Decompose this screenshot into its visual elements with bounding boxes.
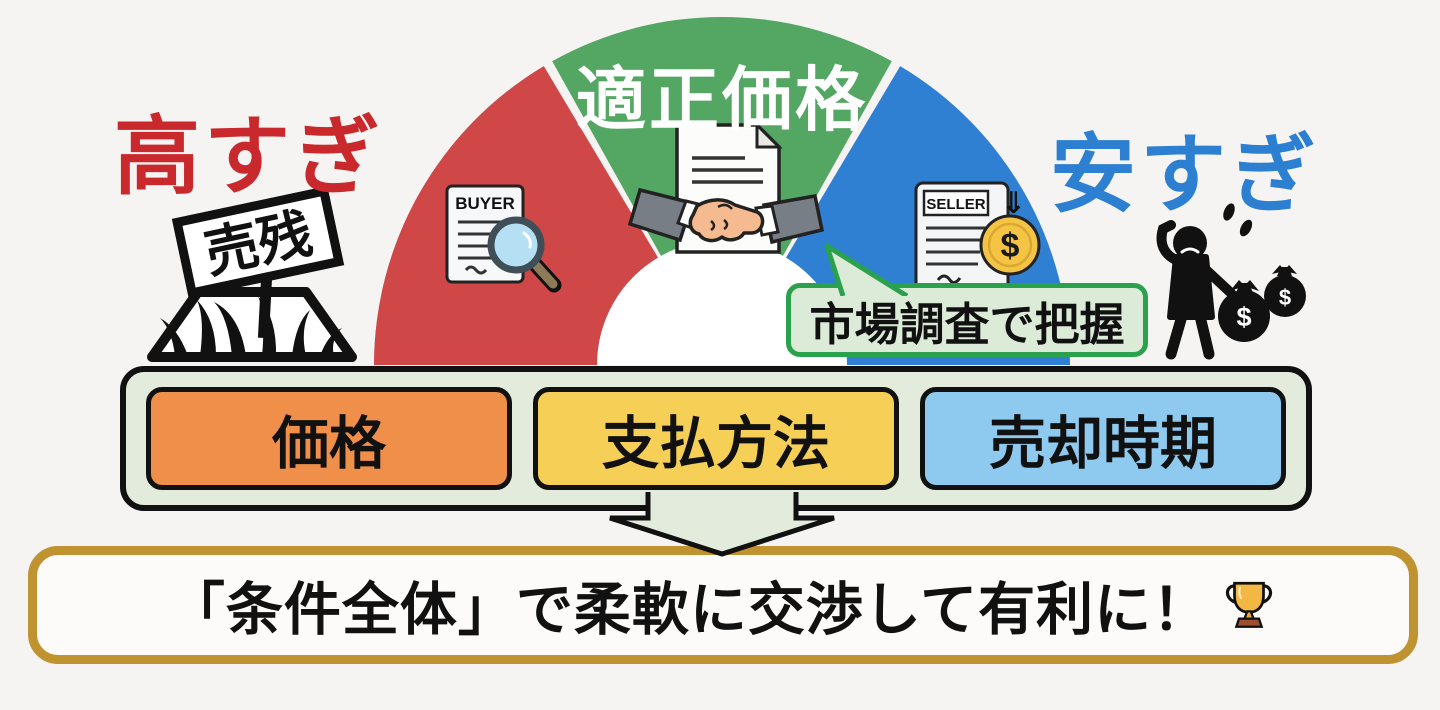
condition-label: 売却時期 [989,411,1217,476]
label-fair-price: 適正価格 [576,61,868,139]
price-down-arrow-icon: ⇓ [1001,187,1026,220]
trophy-icon [1226,581,1273,628]
seller-doc-label: SELLER [926,196,985,213]
buyer-doc-label: BUYER [455,194,515,213]
condition-box-sale-timing: 売却時期 [920,387,1286,490]
buyer-document-magnifier-icon: BUYER [445,184,562,293]
label-too-low: 安すぎ [1050,127,1320,223]
money-bag-dollar: $ [1279,285,1291,310]
worried-person-money-bags-icon: $ $ [1156,203,1306,360]
handshake-contract-icon [627,121,825,254]
conditions-container: 価格 支払方法 売却時期 [120,366,1312,511]
speech-bubble-tail [824,243,909,296]
money-bag-dollar: $ [1236,302,1251,332]
gauge-inner-dome [595,238,849,365]
label-too-high: 高すぎ [114,109,384,205]
condition-label: 価格 [272,411,386,476]
coin-dollar-symbol: $ [1001,227,1020,265]
down-arrow-icon [609,492,835,557]
condition-box-payment-method: 支払方法 [533,387,899,490]
unsold-grass-sign-icon: 売残 [147,185,357,362]
condition-box-price: 価格 [146,387,512,490]
condition-label: 支払方法 [602,411,830,476]
speech-bubble-text: 市場調査で把握 [809,298,1125,350]
conclusion-banner: 「条件全体」で柔軟に交渉して有利に！ [28,546,1418,664]
conclusion-text: 「条件全体」で柔軟に交渉して有利に！ [167,578,1211,642]
seller-document-coin-icon: SELLER ⇓ $ [914,181,1041,295]
